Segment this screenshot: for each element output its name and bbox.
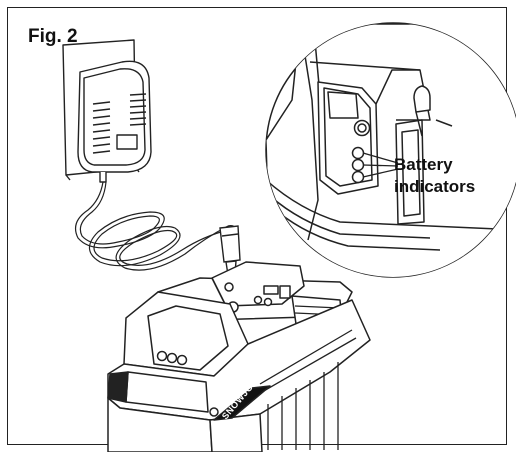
- inset-indicator-light-2: [351, 158, 365, 172]
- callout-line-1: Battery: [394, 155, 453, 174]
- inset-indicator-light-3: [351, 170, 365, 184]
- battery-pack: [107, 261, 371, 452]
- callout-line-2: indicators: [394, 177, 476, 196]
- charger-body: [77, 60, 152, 173]
- battery-indicators-callout: Battery indicators: [394, 154, 475, 198]
- charger-label-box: [116, 134, 138, 150]
- battery-indicator-3: [176, 354, 188, 366]
- inset-indicator-light-1: [351, 146, 365, 160]
- figure-label: Fig. 2: [28, 26, 78, 47]
- battery-indicator-2: [166, 352, 178, 364]
- inset-large-button: [353, 119, 371, 137]
- battery-indicator-1: [156, 350, 168, 362]
- charger-vents: [92, 93, 147, 154]
- charger-cable: [75, 181, 237, 271]
- callout-leaders: [362, 152, 399, 178]
- charger-plug: [219, 225, 241, 276]
- magnified-inset: [265, 22, 516, 278]
- wall-charger: [62, 39, 152, 183]
